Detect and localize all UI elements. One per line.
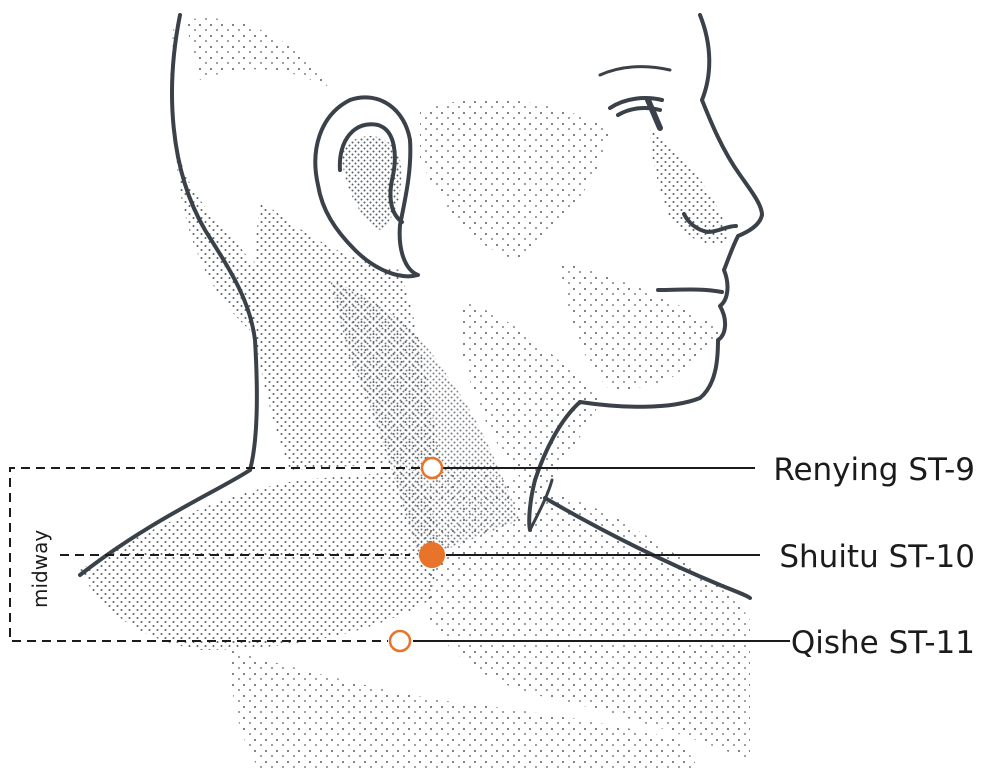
st9-label: Renying ST-9 <box>773 452 975 488</box>
st9-marker <box>420 456 444 480</box>
contour-lines <box>78 13 764 600</box>
leader-lines <box>413 467 790 642</box>
st10-label: Shuitu ST-10 <box>779 539 975 575</box>
midway-bracket <box>9 467 420 642</box>
st11-marker <box>388 629 412 653</box>
midway-label: midway <box>28 529 52 608</box>
acupoint-markers <box>388 456 445 653</box>
st11-label: Qishe ST-11 <box>790 625 975 661</box>
st10-marker <box>419 542 445 568</box>
stipple-shading <box>80 18 750 770</box>
